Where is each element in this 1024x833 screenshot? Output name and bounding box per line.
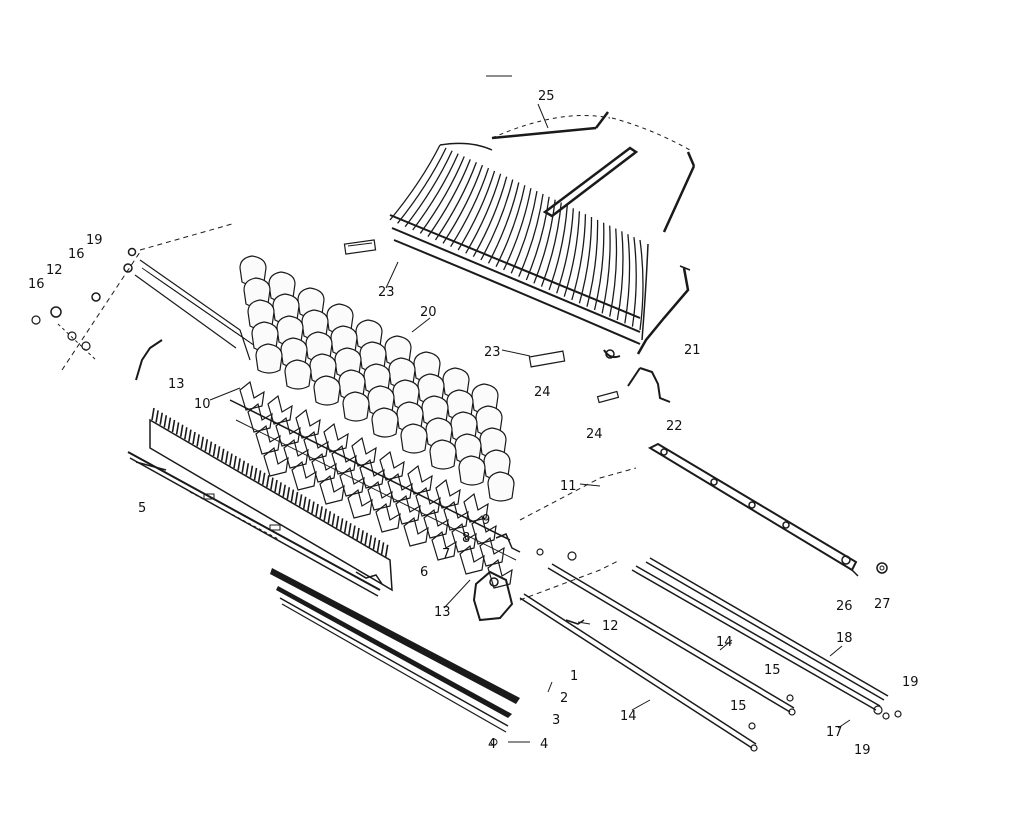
label-2: 2	[560, 691, 568, 706]
right-frame-and-rods	[472, 442, 902, 752]
label-15-right: 15	[764, 663, 781, 678]
label-23-lower: 23	[484, 345, 501, 360]
right-linkages	[528, 265, 691, 404]
label-6: 6	[420, 565, 428, 580]
label-14-right: 14	[716, 635, 733, 650]
label-19-bottom: 19	[854, 743, 871, 758]
label-13-center: 13	[434, 605, 451, 620]
label-24-upper: 24	[534, 385, 551, 400]
label-25: 25	[538, 89, 555, 104]
comb-teeth	[151, 407, 389, 557]
label-18: 18	[836, 631, 853, 646]
label-14-lower: 14	[620, 709, 637, 724]
label-23-upper: 23	[378, 285, 395, 300]
comb-and-base	[127, 407, 393, 597]
label-3: 3	[552, 713, 560, 728]
label-4-right: 4	[540, 737, 548, 752]
key-caps	[239, 255, 515, 502]
label-15-lower: 15	[730, 699, 747, 714]
label-8: 8	[462, 531, 470, 546]
label-22: 22	[666, 419, 683, 434]
label-27: 27	[874, 597, 891, 612]
label-17: 17	[826, 725, 843, 740]
label-13-left: 13	[168, 377, 185, 392]
label-9: 9	[482, 513, 490, 528]
label-16-top: 16	[68, 247, 85, 262]
typebar-basket	[343, 111, 696, 345]
label-5: 5	[138, 501, 146, 516]
left-frame	[31, 223, 263, 381]
part-labels: 25 19 16 12 16 23 20 21 23 13 24 10 22 2…	[28, 89, 919, 758]
label-20: 20	[420, 305, 437, 320]
leader-lines	[209, 75, 851, 743]
label-24-lower: 24	[586, 427, 603, 442]
label-21: 21	[684, 343, 701, 358]
label-12-center: 12	[602, 619, 619, 634]
label-10: 10	[194, 397, 211, 412]
label-4-left: 4	[488, 737, 496, 752]
frame-hatching	[141, 267, 263, 352]
label-16-left: 16	[28, 277, 45, 292]
label-19-top: 19	[86, 233, 103, 248]
label-19-right: 19	[902, 675, 919, 690]
typebar-fan	[389, 144, 644, 331]
label-12-left: 12	[46, 263, 63, 278]
key-levers	[229, 380, 517, 589]
label-7: 7	[442, 547, 450, 562]
label-26: 26	[836, 599, 853, 614]
label-11: 11	[560, 479, 577, 494]
label-1: 1	[570, 669, 578, 684]
spring-strips	[270, 568, 520, 746]
